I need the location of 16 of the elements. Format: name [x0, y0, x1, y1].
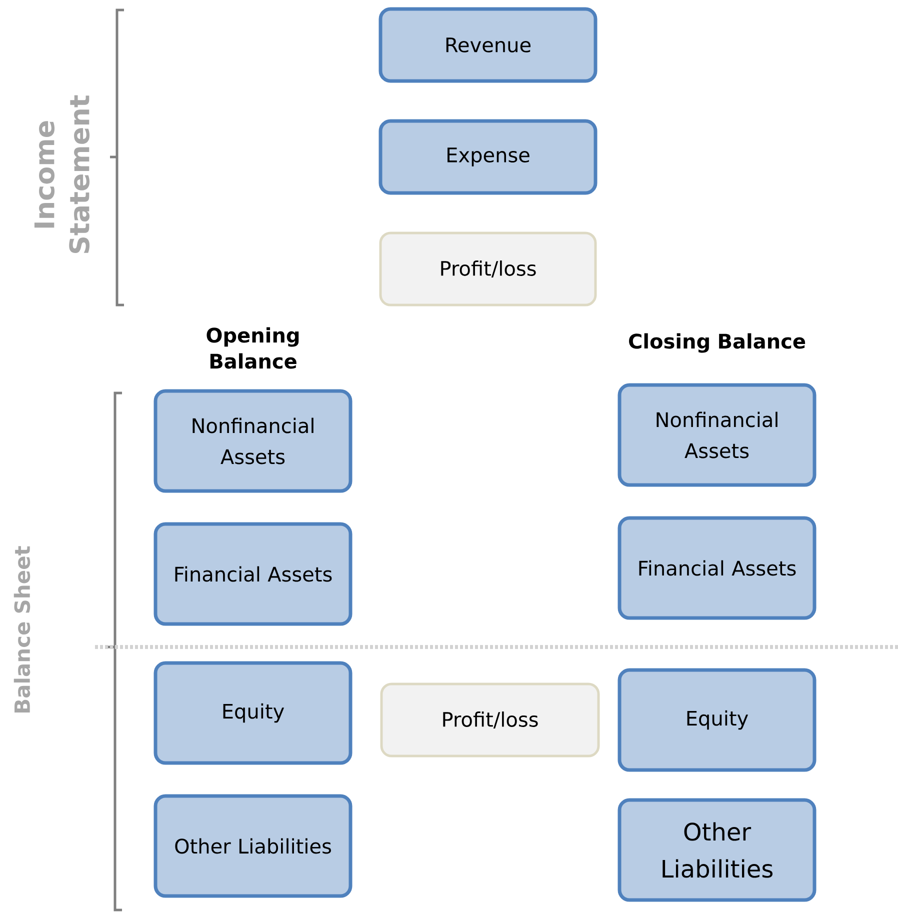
result-box: Profit/loss: [380, 682, 600, 758]
account-box: Nonfinancial Assets: [618, 383, 816, 487]
account-box: Financial Assets: [618, 516, 816, 620]
account-box: Financial Assets: [154, 522, 352, 626]
account-box: Other Liabilities: [154, 794, 352, 898]
account-box: Other Liabilities: [618, 798, 816, 902]
section-label: Balance Sheet: [14, 546, 30, 712]
account-box: Revenue: [378, 7, 598, 83]
section-label: Income Statement: [34, 95, 90, 254]
result-box: Profit/loss: [379, 232, 597, 306]
account-box: Equity: [154, 661, 352, 765]
column-heading: Opening Balance: [206, 327, 299, 369]
account-box: Nonfinancial Assets: [154, 389, 352, 493]
account-box: Equity: [618, 668, 816, 772]
account-box: Expense: [378, 119, 598, 195]
column-heading: Closing Balance: [629, 333, 806, 353]
